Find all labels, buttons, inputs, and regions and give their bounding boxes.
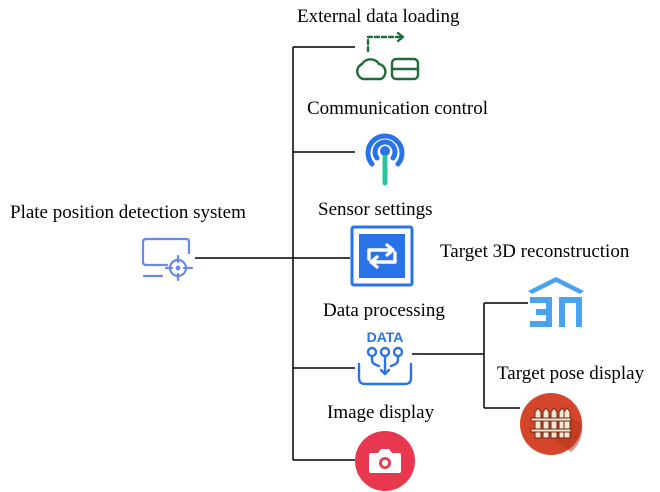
- sync-arrows-icon: [350, 225, 414, 287]
- target-3d-reconstruction-label: Target 3D reconstruction: [440, 241, 630, 262]
- monitor-target-icon: [140, 235, 196, 283]
- data-processing-label: Data processing: [323, 300, 445, 321]
- image-display-label: Image display: [327, 402, 435, 423]
- 3d-model-icon: [526, 275, 586, 331]
- data-flow-icon: DATA: [355, 326, 415, 388]
- data-icon-text: DATA: [367, 329, 404, 345]
- cloud-data-transfer-icon: [354, 29, 422, 83]
- fence-icon: [519, 392, 583, 456]
- communication-control-label: Communication control: [307, 98, 489, 119]
- camera-icon: [354, 430, 416, 492]
- root-label: Plate position detection system: [10, 202, 246, 223]
- sensor-settings-label: Sensor settings: [318, 199, 433, 220]
- target-pose-display-label: Target pose display: [497, 363, 645, 384]
- external-data-loading-label: External data loading: [297, 6, 460, 27]
- signal-antenna-icon: [355, 123, 415, 187]
